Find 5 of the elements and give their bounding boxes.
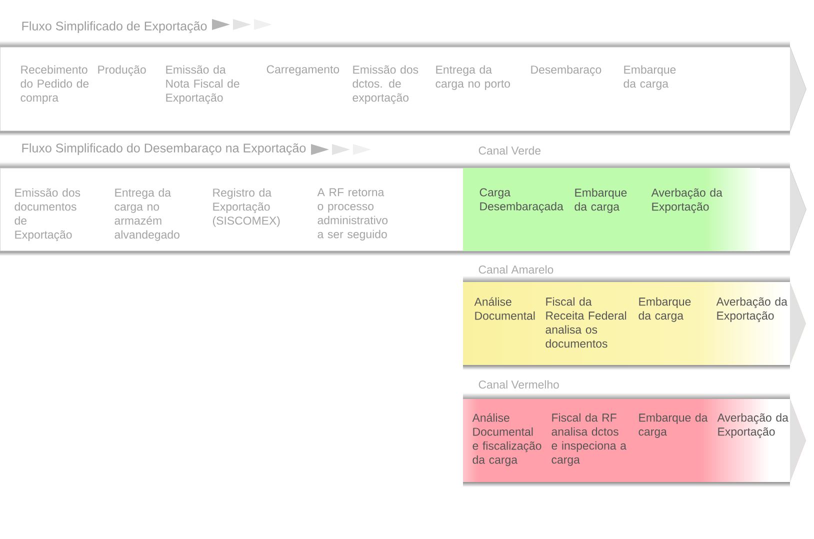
flow-title: Fluxo Simplificado de Exportação — [22, 21, 207, 33]
flow-title: Fluxo Simplificado do Desembaraço na Exportação — [22, 143, 306, 155]
channel-label: Canal Verde — [478, 146, 540, 155]
channel-label: Canal Amarelo — [478, 265, 554, 274]
channel-label: Canal Vermelho — [478, 380, 559, 389]
